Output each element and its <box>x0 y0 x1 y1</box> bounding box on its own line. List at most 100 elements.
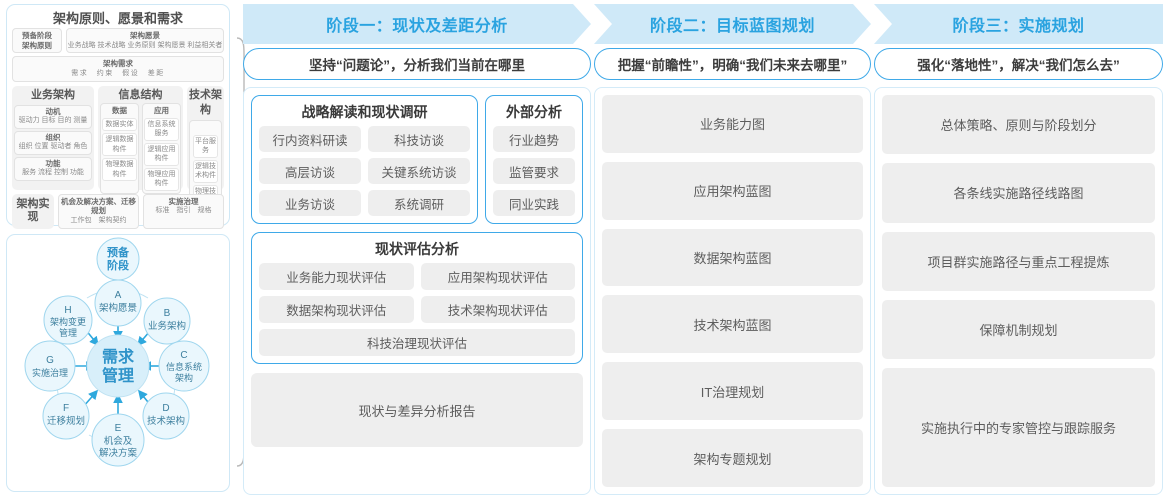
adm-prelim-line1: 预备 <box>107 245 130 259</box>
application-column: 应用 信息系统服务 逻辑应用构件 物理应用构件 <box>142 102 181 194</box>
external-analysis-list: 行业趋势 监管要求 同业实践 <box>493 126 575 216</box>
implementation-governance-title: 实施治理 <box>168 196 199 206</box>
adm-node-c-key: C <box>180 350 187 361</box>
tile-key-system-interview[interactable]: 关键系统访谈 <box>368 158 470 184</box>
strategy-research-grid: 行内资料研读 科技访谈 高层访谈 关键系统访谈 业务访谈 系统调研 <box>259 126 470 216</box>
current-state-assessment-group[interactable]: 现状评估分析 业务能力现状评估 应用架构现状评估 数据架构现状评估 技术架构现状… <box>251 232 583 364</box>
adm-node-f-key: F <box>63 403 69 414</box>
tile-expert-control-tracking-service[interactable]: 实施执行中的专家管控与跟踪服务 <box>882 368 1155 487</box>
adm-node-h-label-1: 架构变更 <box>50 316 86 327</box>
external-analysis-title: 外部分析 <box>506 104 562 120</box>
opportunities-migration-box: 机会及解决方案、迁移规划 工作包 架构契约 <box>58 193 139 229</box>
tile-it-governance-plan[interactable]: IT治理规划 <box>602 362 863 421</box>
tile-tech-governance-assessment[interactable]: 科技治理现状评估 <box>259 329 575 356</box>
business-function-title: 功能 <box>45 158 61 168</box>
tech-chip-logical: 逻辑技术构件 <box>193 159 218 183</box>
adm-node-f-label: 迁移规划 <box>47 415 85 427</box>
information-structure-card: 信息结构 数据 数据实体 逻辑数据构件 物理数据构件 应用 信息系统服务 逻辑应… <box>98 85 183 194</box>
data-chip-physical: 物理数据构件 <box>102 158 137 181</box>
phase-3: 阶段三：实施规划 强化“落地性”，解决“我们怎么去” 总体策略、原则与阶段划分 … <box>874 4 1163 495</box>
phase-2-subtitle: 把握“前瞻性”，明确“我们未来去哪里” <box>594 48 871 80</box>
adm-node-h-key: H <box>64 305 71 316</box>
data-chip-logical: 逻辑数据构件 <box>102 133 137 156</box>
tile-regulatory-requirement[interactable]: 监管要求 <box>493 158 575 184</box>
tile-business-capability-assessment[interactable]: 业务能力现状评估 <box>259 263 414 290</box>
external-analysis-group[interactable]: 外部分析 行业趋势 监管要求 同业实践 <box>485 95 583 224</box>
adm-node-h-label-2: 管理 <box>59 327 77 338</box>
tile-data-arch-assessment[interactable]: 数据架构现状评估 <box>259 296 414 323</box>
app-chip-physical: 物理应用构件 <box>144 167 179 191</box>
phase-1-body: 战略解读和现状调研 行内资料研读 科技访谈 高层访谈 关键系统访谈 业务访谈 系 <box>243 87 591 495</box>
adm-node-g-label: 实施治理 <box>32 367 68 378</box>
tile-application-arch-assessment[interactable]: 应用架构现状评估 <box>420 263 575 290</box>
adm-node-d-label: 技术架构 <box>147 415 185 427</box>
tile-application-arch-blueprint[interactable]: 应用架构蓝图 <box>602 161 863 220</box>
adm-node-b-label: 业务架构 <box>148 320 186 332</box>
assessment-row-1: 业务能力现状评估 应用架构现状评估 <box>259 263 575 290</box>
tile-business-interview[interactable]: 业务访谈 <box>259 190 361 216</box>
tile-internal-doc-study[interactable]: 行内资料研读 <box>259 126 361 152</box>
tile-technology-arch-blueprint[interactable]: 技术架构蓝图 <box>602 295 863 354</box>
information-structure-columns: 数据 数据实体 逻辑数据构件 物理数据构件 应用 信息系统服务 逻辑应用构件 物… <box>100 102 181 194</box>
phase-2-banner-shape <box>594 4 871 44</box>
prelim-phase-line1: 预备阶段 <box>22 31 52 40</box>
adm-node-e-label-2: 解决方案 <box>99 447 138 459</box>
tile-assurance-mechanism-plan[interactable]: 保障机制规划 <box>882 299 1155 360</box>
technology-architecture-card: 技术架构 平台服务 逻辑技术构件 物理技术构件 <box>187 85 224 211</box>
tile-peer-practice[interactable]: 同业实践 <box>493 190 575 216</box>
togaf-vision-row: 预备阶段 架构原则 架构愿景 业务战略 技术战略 业务原则 架构愿景 利益相关者 <box>12 28 224 53</box>
prelim-phase-box: 预备阶段 架构原则 <box>12 28 62 53</box>
phase-2-banner-title: 阶段二：目标蓝图规划 <box>649 18 815 35</box>
prelim-phase-line2: 架构原则 <box>22 40 52 50</box>
tile-program-roadmap-key-projects[interactable]: 项目群实施路径与重点工程提炼 <box>882 231 1155 291</box>
adm-node-b-key: B <box>164 308 171 319</box>
phase-2-banner: 阶段二：目标蓝图规划 <box>594 4 871 44</box>
business-motivation-box: 动机 驱动力 目标 目的 测量 <box>14 104 92 129</box>
tile-business-capability-map[interactable]: 业务能力图 <box>602 95 863 153</box>
data-column-title: 数据 <box>112 105 127 115</box>
tile-line-implementation-roadmap[interactable]: 各条线实施路径线路图 <box>882 163 1155 223</box>
adm-node-g-key: G <box>46 355 54 366</box>
business-organization-items: 组织 位置 驱动者 角色 <box>18 143 88 150</box>
architecture-vision-box: 架构愿景 业务战略 技术战略 业务原则 架构愿景 利益相关者 <box>66 28 224 53</box>
business-organization-title: 组织 <box>45 132 61 142</box>
architecture-vision-items: 业务战略 技术战略 业务原则 架构愿景 利益相关者 <box>67 41 223 49</box>
phase-2-body: 业务能力图 应用架构蓝图 数据架构蓝图 技术架构蓝图 IT治理规划 架构专题规划 <box>594 87 871 495</box>
togaf-content-framework-panel: 架构原则、愿景和需求 预备阶段 架构原则 架构愿景 业务战略 技术战略 业务原则… <box>6 4 230 229</box>
strategy-research-row-1: 行内资料研读 科技访谈 <box>259 126 470 152</box>
tile-industry-trend[interactable]: 行业趋势 <box>493 126 575 152</box>
architecture-requirement-items: 需求 约束 假设 差距 <box>71 69 165 77</box>
business-function-box: 功能 服务 流程 控制 功能 <box>14 156 92 181</box>
adm-center-line2: 管理 <box>102 366 134 385</box>
implementation-governance-items: 标准 指引 规格 <box>155 207 212 214</box>
business-function-items: 服务 流程 控制 功能 <box>22 169 84 176</box>
architecture-realization-row: 架构实现 机会及解决方案、迁移规划 工作包 架构契约 实施治理 标准 指引 规格 <box>12 193 224 229</box>
architecture-vision-title: 架构愿景 <box>130 31 160 40</box>
adm-node-e-key: E <box>115 423 122 434</box>
adm-node-a-key: A <box>115 290 122 301</box>
business-architecture-card: 业务架构 动机 驱动力 目标 目的 测量 组织 组织 位置 驱动者 角色 功能 … <box>12 85 94 190</box>
phase-3-subtitle: 强化“落地性”，解决“我们怎么去” <box>874 48 1163 80</box>
tile-system-research[interactable]: 系统调研 <box>368 190 470 216</box>
tile-tech-interview[interactable]: 科技访谈 <box>368 126 470 152</box>
tile-architecture-topic-plan[interactable]: 架构专题规划 <box>602 429 863 487</box>
technology-architecture-title: 技术架构 <box>189 88 222 116</box>
architecture-realization-label: 架构实现 <box>12 193 54 229</box>
tile-exec-interview[interactable]: 高层访谈 <box>259 158 361 184</box>
strategy-research-group[interactable]: 战略解读和现状调研 行内资料研读 科技访谈 高层访谈 关键系统访谈 业务访谈 系 <box>251 95 478 224</box>
business-motivation-title: 动机 <box>45 106 61 116</box>
opportunities-migration-items: 工作包 架构契约 <box>70 216 127 224</box>
togaf-title: 架构原则、愿景和需求 <box>52 11 183 26</box>
information-structure-title: 信息结构 <box>118 88 163 101</box>
architecture-requirement-title: 架构需求 <box>103 59 133 68</box>
strategy-research-row-2: 高层访谈 关键系统访谈 <box>259 158 470 184</box>
implementation-governance-box: 实施治理 标准 指引 规格 <box>143 193 224 229</box>
tile-data-arch-blueprint[interactable]: 数据架构蓝图 <box>602 228 863 287</box>
phase-1-banner: 阶段一：现状及差距分析 <box>243 4 591 44</box>
phase-2: 阶段二：目标蓝图规划 把握“前瞻性”，明确“我们未来去哪里” 业务能力图 应用架… <box>594 4 871 495</box>
tile-technology-arch-assessment[interactable]: 技术架构现状评估 <box>420 296 575 323</box>
tile-gap-analysis-report[interactable]: 现状与差异分析报告 <box>251 373 583 447</box>
strategy-research-row-3: 业务访谈 系统调研 <box>259 190 470 216</box>
tile-overall-strategy-principles[interactable]: 总体策略、原则与阶段划分 <box>882 95 1155 155</box>
